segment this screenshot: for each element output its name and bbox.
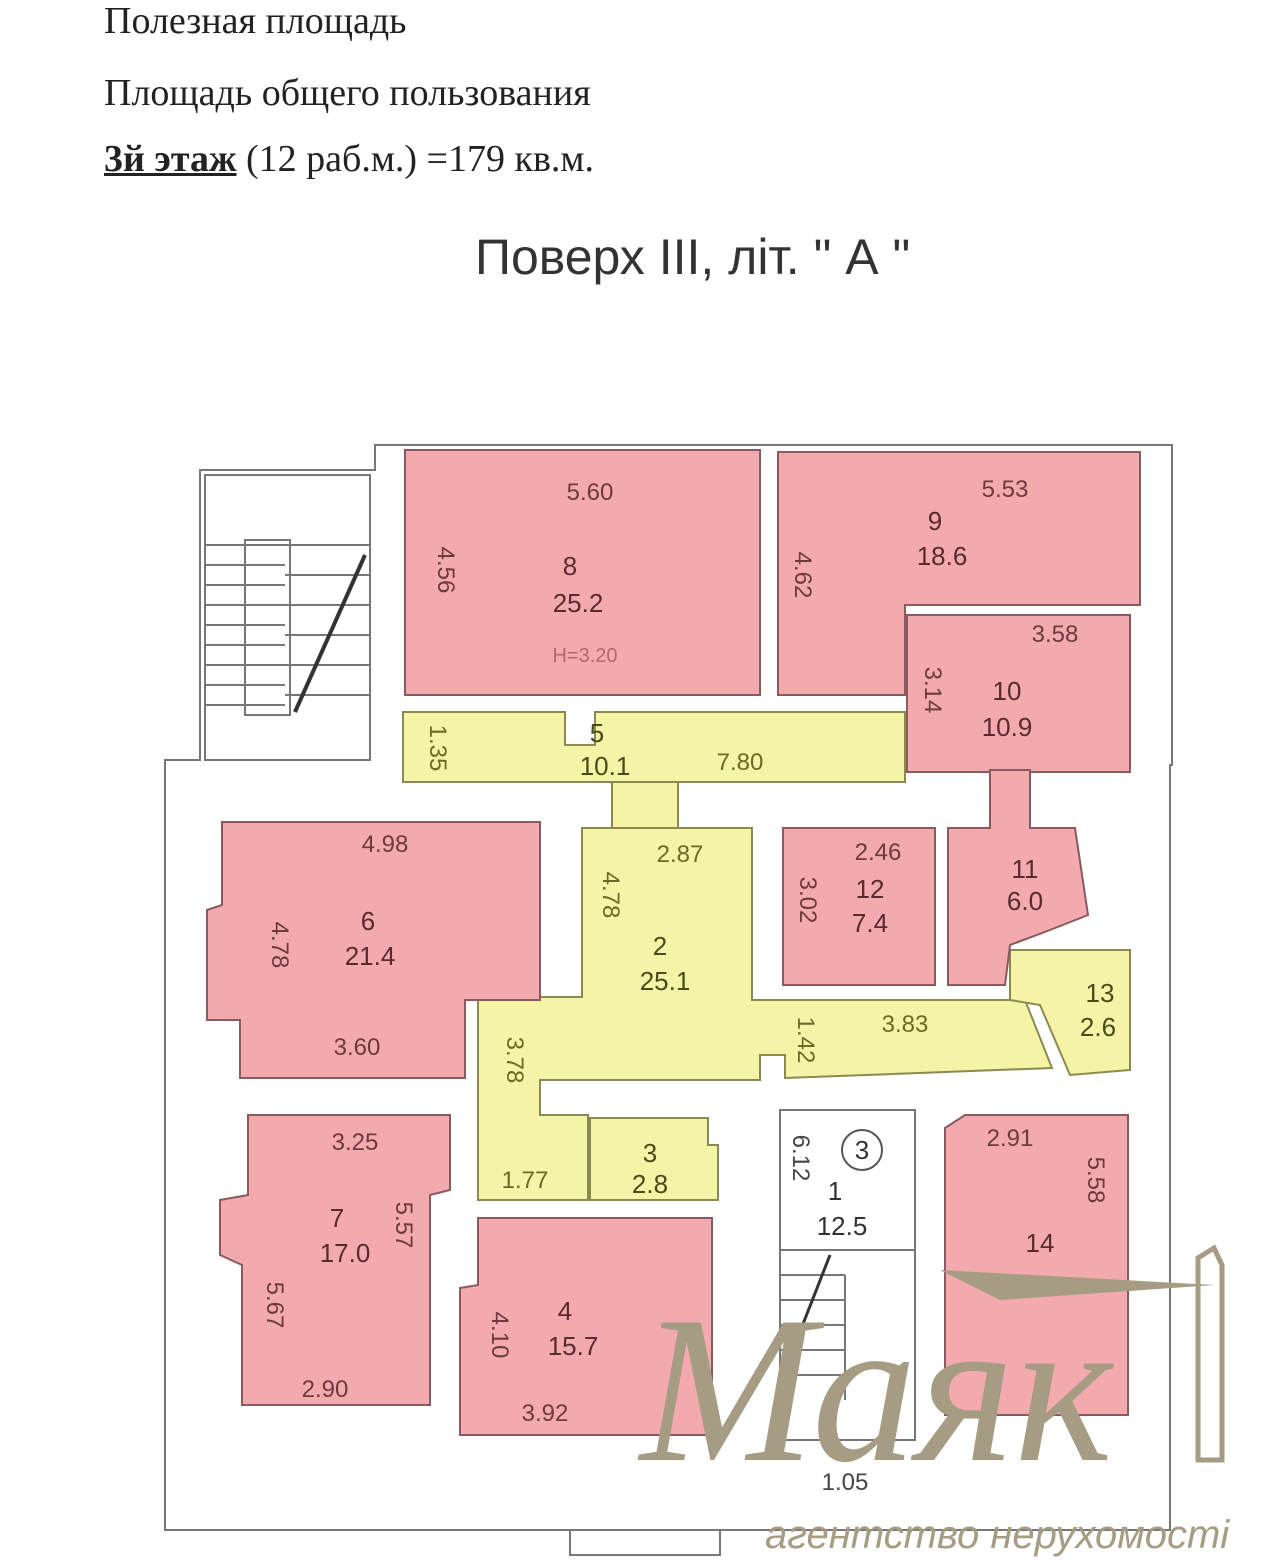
dim-label: 4.62: [789, 552, 816, 599]
watermark-brand: Маяк: [637, 1274, 1115, 1506]
dim-label: 3.14: [919, 667, 946, 714]
room-area: 18.6: [917, 541, 968, 571]
room-area: 25.1: [640, 966, 691, 996]
ceiling-height: H=3.20: [552, 645, 617, 667]
room-8: [404, 449, 761, 696]
room-2: [477, 827, 1054, 1201]
dim-label: 3.02: [794, 877, 821, 924]
dim-label: 7.80: [717, 749, 764, 776]
dim-label: 2.46: [855, 839, 902, 866]
dim-label: 1.42: [792, 1017, 819, 1064]
room-number: 7: [330, 1203, 344, 1233]
floor-label: 3й этаж: [104, 138, 237, 180]
dim-label: 3.83: [882, 1011, 929, 1038]
room-area: 2.8: [632, 1169, 668, 1199]
legend-useful-area: Полезная площадь: [104, 0, 407, 42]
room-10: [906, 614, 1131, 773]
room-area: 2.6: [1080, 1012, 1116, 1042]
dim-label: 4.56: [432, 547, 459, 594]
dim-label: 1.77: [502, 1167, 549, 1194]
room-labels: 5.60 4.56 8 25.2 H=3.20 5.53 4.62 9 18.6…: [261, 476, 1116, 1496]
room-area: 25.2: [553, 588, 604, 618]
room-number: 1: [828, 1176, 842, 1206]
dim-label: 1.35: [424, 725, 451, 772]
room-3: [589, 1117, 719, 1201]
dim-label: 4.78: [266, 922, 293, 969]
room-number: 3: [643, 1138, 657, 1168]
room-4: [459, 1217, 713, 1436]
dim-label: 4.78: [597, 872, 624, 919]
room-number: 4: [558, 1296, 572, 1326]
stair-marker: 3: [855, 1135, 869, 1165]
dim-label: 1.05: [822, 1469, 869, 1496]
room-number: 11: [1012, 854, 1039, 884]
room-number: 8: [563, 551, 577, 581]
dim-label: 5.67: [261, 1282, 288, 1329]
room-number: 2: [653, 931, 667, 961]
watermark-logo: Маяк агентство нерухомості: [637, 1244, 1230, 1557]
floor-details: (12 раб.м.) =179 кв.м.: [236, 138, 594, 180]
room-area: 10.1: [580, 751, 631, 781]
stair-marker-circle: [841, 1129, 883, 1171]
plan-title: Поверх III, літ. " А ": [475, 229, 911, 285]
room-area: 6.0: [1007, 886, 1043, 916]
room-number: 12: [856, 874, 885, 904]
room-7: [219, 1114, 451, 1406]
room-area: 15.7: [548, 1331, 599, 1361]
dim-label: 6.12: [787, 1135, 814, 1182]
room-number: 5: [590, 718, 604, 748]
dim-label: 2.87: [657, 841, 704, 868]
room-area: 7.4: [852, 908, 888, 938]
room-6: [206, 821, 541, 1079]
room-14: [944, 1114, 1129, 1416]
dim-label: 4.98: [362, 831, 409, 858]
legend-common-area: Площадь общего пользования: [104, 72, 591, 114]
dim-label: 2.90: [302, 1376, 349, 1403]
floor-summary: 3й этаж (12 раб.м.) =179 кв.м.: [104, 140, 594, 178]
room-area: 17.0: [320, 1238, 371, 1268]
dim-label: 3.92: [522, 1400, 569, 1427]
dim-label: 3.60: [334, 1034, 381, 1061]
dim-label: 5.60: [567, 479, 614, 506]
dim-label: 3.25: [332, 1129, 379, 1156]
room-5-link: [611, 781, 679, 829]
dim-label: 4.10: [486, 1312, 513, 1359]
lighthouse-icon: [1195, 1244, 1225, 1463]
watermark-tagline: агентство нерухомості: [765, 1513, 1230, 1557]
room-number: 13: [1086, 978, 1115, 1008]
dim-label: 5.57: [390, 1202, 417, 1249]
room-13: [1009, 949, 1131, 1077]
room-area: 21.4: [345, 941, 396, 971]
lighthouse-beam-icon: [940, 1270, 1215, 1300]
room-number: 6: [361, 906, 375, 936]
dim-label: 5.53: [982, 476, 1029, 503]
room-number: 14: [1026, 1228, 1055, 1258]
dim-label: 5.58: [1082, 1157, 1109, 1204]
room-5: [402, 711, 906, 783]
room-11: [947, 769, 1090, 986]
room-12: [782, 827, 936, 986]
dim-label: 3.58: [1032, 621, 1079, 648]
room-area: 12.5: [817, 1211, 868, 1241]
room-number: 10: [993, 676, 1022, 706]
dim-label: 2.91: [987, 1125, 1034, 1152]
room-9: [777, 451, 1141, 696]
room-area: 10.9: [982, 712, 1033, 742]
room-number: 9: [928, 506, 942, 536]
dim-label: 3.78: [501, 1037, 528, 1084]
